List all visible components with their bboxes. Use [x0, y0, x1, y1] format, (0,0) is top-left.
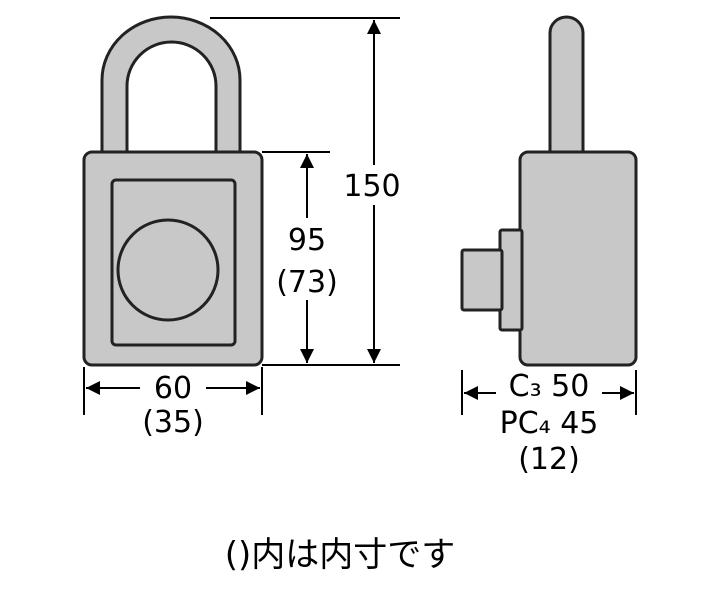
front-view — [82, 15, 264, 367]
front-dimensions: 150 95 (73) 60 (35) — [83, 17, 401, 440]
dim-width: 60 — [154, 371, 192, 406]
keyhole-disc — [116, 218, 220, 322]
caption: ()内は内寸です — [225, 535, 456, 575]
key-cylinder — [460, 248, 504, 312]
side-body — [518, 150, 638, 367]
side-view — [460, 15, 638, 367]
shackle — [100, 15, 242, 154]
dim-height-total: 150 — [343, 169, 400, 204]
dim-depth-inner: (12) — [518, 442, 580, 477]
dim-depth-line2: PC₄ 45 — [500, 406, 599, 441]
dim-depth-line1: C₃ 50 — [509, 369, 590, 404]
dim-body-height-inner: (73) — [276, 265, 338, 300]
dim-width-inner: (35) — [142, 405, 204, 440]
side-dimensions: C₃ 50 PC₄ 45 (12) — [461, 369, 637, 477]
side-shackle — [548, 15, 585, 154]
dim-body-height: 95 — [288, 223, 326, 258]
